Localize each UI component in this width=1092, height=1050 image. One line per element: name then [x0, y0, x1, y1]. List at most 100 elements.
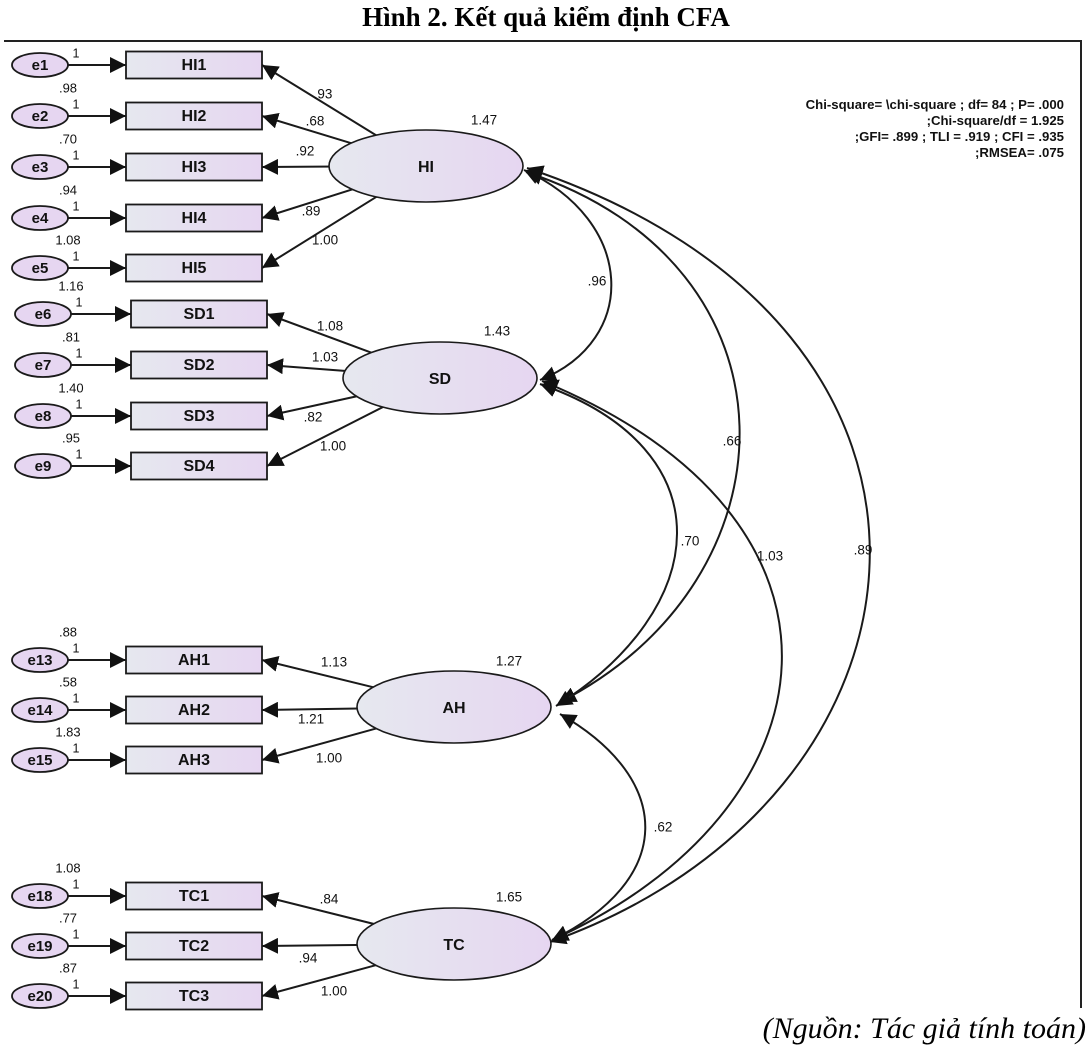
error-e5-label: e5	[32, 260, 49, 277]
latent-ah-label: AH	[442, 700, 465, 717]
error-e6-label: e6	[35, 306, 52, 323]
error-e15-label: e15	[27, 752, 52, 769]
error-e18-path-weight: 1	[73, 877, 80, 891]
loading-ah1-path	[261, 656, 382, 691]
loading-tc3-value: 1.00	[321, 984, 347, 999]
indicator-ah1-box	[125, 645, 263, 675]
error-e3-path-weight: 1	[73, 148, 80, 162]
latent-tc-label: TC	[443, 937, 465, 954]
indicator-ah1-label: AH1	[178, 652, 210, 669]
error-e18-label: e18	[27, 888, 52, 905]
loading-hi3-value: .92	[296, 144, 315, 159]
covariance-ah-tc-value: .62	[654, 820, 673, 835]
fit-line-gfi-tli-cfi: ;GFI= .899 ; TLI = .919 ; CFI = .935	[854, 129, 1064, 144]
error-e20-label: e20	[27, 988, 52, 1005]
error-e19-ellipse	[11, 933, 69, 959]
error-e13-variance: .88	[59, 624, 77, 639]
indicator-ah2-label: AH2	[178, 702, 210, 719]
error-e5-ellipse	[11, 255, 69, 281]
error-e3-variance: .70	[59, 131, 77, 146]
loading-hi4-path	[261, 186, 360, 221]
error-e7-label: e7	[35, 357, 52, 374]
indicator-sd2-label: SD2	[183, 357, 214, 374]
indicator-sd1-label: SD1	[183, 306, 214, 323]
error-e15-variance: 1.83	[55, 724, 80, 739]
latent-sd-label: SD	[429, 371, 451, 388]
indicator-sd4-label: SD4	[183, 458, 214, 475]
diagram-frame	[4, 40, 1082, 1008]
covariance-ah-tc-path	[551, 713, 647, 941]
covariance-sd-tc-path	[541, 379, 783, 941]
error-e20-variance: .87	[59, 960, 77, 975]
error-e14-label: e14	[27, 702, 53, 719]
loading-sd1-path	[266, 312, 379, 357]
loading-ah2-value: 1.21	[298, 712, 324, 727]
indicator-tc1-label: TC1	[179, 888, 209, 905]
error-e5-path-weight: 1	[73, 249, 80, 263]
loading-sd3-path	[266, 393, 366, 421]
indicator-hi5-box	[125, 253, 263, 283]
error-e4-label: e4	[32, 210, 49, 227]
indicator-tc3-box	[125, 981, 263, 1011]
loading-ah2-path	[261, 701, 367, 718]
error-e2-variance: .98	[59, 80, 77, 95]
error-e9-ellipse	[14, 453, 72, 479]
indicator-sd4-box	[130, 451, 268, 481]
error-e2-label: e2	[32, 108, 49, 125]
indicator-sd2-box	[130, 350, 268, 380]
indicator-sd1-box	[130, 299, 268, 329]
covariance-hi-ah-value: .66	[723, 434, 742, 449]
indicator-ah3-label: AH3	[178, 752, 210, 769]
paths-layer	[68, 57, 871, 1004]
error-e6-path-weight: 1	[76, 295, 83, 309]
error-e6-variance: 1.16	[58, 278, 83, 293]
loading-hi2-value: .68	[306, 114, 325, 129]
error-e7-path-weight: 1	[76, 346, 83, 360]
labels-layer: HI1.47SD1.43AH1.27TC1.65HI1e11.93HI2e21.…	[27, 46, 872, 1005]
error-e8-path-weight: 1	[76, 397, 83, 411]
covariance-sd-tc-value: 1.03	[757, 549, 783, 564]
indicator-hi3-box	[125, 152, 263, 182]
error-e14-path-weight: 1	[73, 691, 80, 705]
covariance-hi-sd-value: .96	[588, 274, 607, 289]
shapes-layer	[11, 50, 552, 1011]
indicator-hi3-label: HI3	[182, 159, 207, 176]
error-e8-ellipse	[14, 403, 72, 429]
error-e19-path-weight: 1	[73, 927, 80, 941]
indicator-tc2-label: TC2	[179, 938, 209, 955]
loading-hi5-path	[261, 192, 382, 269]
error-e13-label: e13	[27, 652, 52, 669]
latent-hi-ellipse	[328, 129, 524, 203]
loading-ah1-value: 1.13	[321, 655, 347, 670]
loading-tc1-value: .84	[320, 892, 339, 907]
error-e5-variance: 1.08	[55, 232, 80, 247]
indicator-tc1-box	[125, 881, 263, 911]
error-e1-ellipse	[11, 52, 69, 78]
error-e1-label: e1	[32, 57, 49, 74]
indicator-hi4-box	[125, 203, 263, 233]
indicator-hi1-box	[125, 50, 263, 80]
loading-ah3-path	[261, 725, 385, 764]
loading-hi1-path	[261, 64, 382, 140]
indicator-hi2-box	[125, 101, 263, 131]
error-e15-ellipse	[11, 747, 69, 773]
indicator-tc2-box	[125, 931, 263, 961]
error-e3-ellipse	[11, 154, 69, 180]
error-e7-ellipse	[14, 352, 72, 378]
error-e15-path-weight: 1	[73, 741, 80, 755]
error-e9-label: e9	[35, 458, 52, 475]
indicator-sd3-label: SD3	[183, 408, 214, 425]
loading-tc2-value: .94	[299, 951, 318, 966]
loading-ah3-value: 1.00	[316, 751, 342, 766]
loading-sd1-value: 1.08	[317, 319, 343, 334]
error-e6-ellipse	[14, 301, 72, 327]
latent-tc-ellipse	[356, 907, 552, 981]
covariance-sd-ah-value: .70	[681, 534, 700, 549]
error-e13-path-weight: 1	[73, 641, 80, 655]
loading-tc3-path	[261, 962, 384, 1000]
error-e4-ellipse	[11, 205, 69, 231]
error-e4-path-weight: 1	[73, 199, 80, 213]
covariance-hi-ah-path	[525, 169, 741, 703]
fit-statistics: Chi-square= \chi-square ; df= 84 ; P= .0…	[806, 97, 1064, 161]
